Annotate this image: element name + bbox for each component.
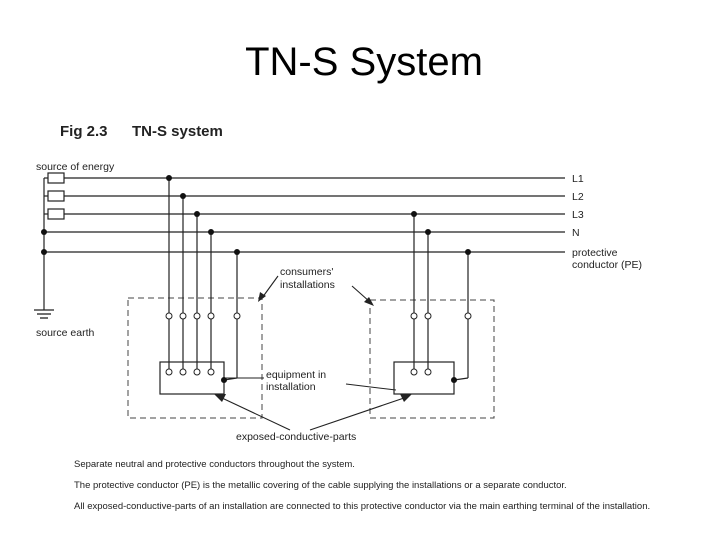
label-n: N (572, 227, 580, 239)
consumers-installations-label-line1: consumers' (280, 266, 333, 278)
label-l1: L1 (572, 173, 584, 185)
equipment-pointers (226, 377, 397, 391)
installation-1-boundary (127, 297, 263, 419)
caption-1: Separate neutral and protective conducto… (74, 459, 355, 470)
installation-2-boundary (369, 299, 495, 419)
label-l2: L2 (572, 191, 584, 203)
source-earth-label: source earth (36, 327, 95, 339)
installation-2-terminals (410, 312, 472, 320)
equipment-2-terminals (410, 368, 432, 376)
equipment-label-line2: installation (266, 381, 316, 393)
installation-2-tap-dots (411, 211, 471, 255)
source-junctions (41, 229, 47, 255)
slide-title: TN-S System (245, 40, 483, 84)
installation-1-drops (168, 178, 238, 381)
caption-3: All exposed-conductive-parts of an insta… (74, 501, 651, 512)
installation-2-drops (413, 214, 469, 381)
fig-title: TN-S system (132, 123, 223, 140)
label-pe-line1: protective (572, 247, 618, 259)
equipment-label-line1: equipment in (266, 369, 326, 381)
equipment-1-box (159, 361, 225, 395)
consumers-installations-label-line2: installations (280, 279, 335, 291)
label-l3: L3 (572, 209, 584, 221)
source-of-energy-label: source of energy (36, 161, 115, 173)
equipment-2-box (393, 361, 455, 395)
fig-number: Fig 2.3 (60, 123, 108, 140)
equipment-1-terminals (165, 368, 215, 376)
exposed-parts-label: exposed-conductive-parts (236, 431, 356, 443)
consumers-arrowhead-right (364, 297, 374, 306)
caption-2: The protective conductor (PE) is the met… (74, 480, 567, 491)
exposed-arrowhead-right (400, 394, 412, 402)
exposed-parts-arrows (221, 397, 405, 431)
equipment-2-earth-dot (451, 377, 457, 383)
exposed-arrowhead-left (214, 394, 226, 402)
consumers-arrowhead-left (258, 292, 266, 302)
equipment-1-earth-dot (221, 377, 227, 383)
source-earth-symbol (34, 309, 54, 319)
label-pe-line2: conductor (PE) (572, 259, 642, 271)
source-windings (43, 172, 65, 310)
installation-1-tap-dots (166, 175, 240, 255)
installation-1-terminals (165, 312, 241, 320)
